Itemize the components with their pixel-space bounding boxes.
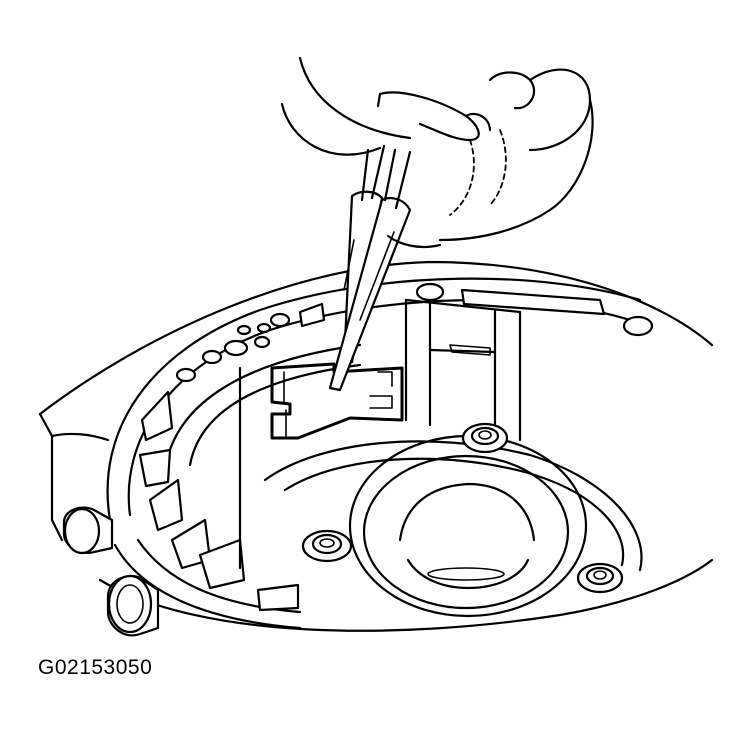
dowel-pins bbox=[62, 506, 160, 637]
center-bore bbox=[348, 434, 588, 618]
bolt-top bbox=[461, 422, 509, 454]
bolt-left bbox=[301, 529, 353, 563]
flange-ring bbox=[106, 277, 642, 630]
dowel-pin-upper bbox=[62, 506, 114, 555]
pump-housing bbox=[38, 260, 714, 632]
inner-boss bbox=[163, 343, 643, 572]
gear-cavity bbox=[238, 298, 522, 570]
figure-id-label: G02153050 bbox=[38, 656, 153, 679]
bolts bbox=[301, 422, 624, 594]
flange-windows bbox=[138, 288, 606, 612]
bolt-right bbox=[576, 562, 624, 594]
flange-holes bbox=[175, 282, 654, 383]
dowel-pin-lower bbox=[106, 574, 160, 637]
needle-nose-pliers bbox=[328, 144, 412, 392]
hand bbox=[280, 56, 594, 249]
